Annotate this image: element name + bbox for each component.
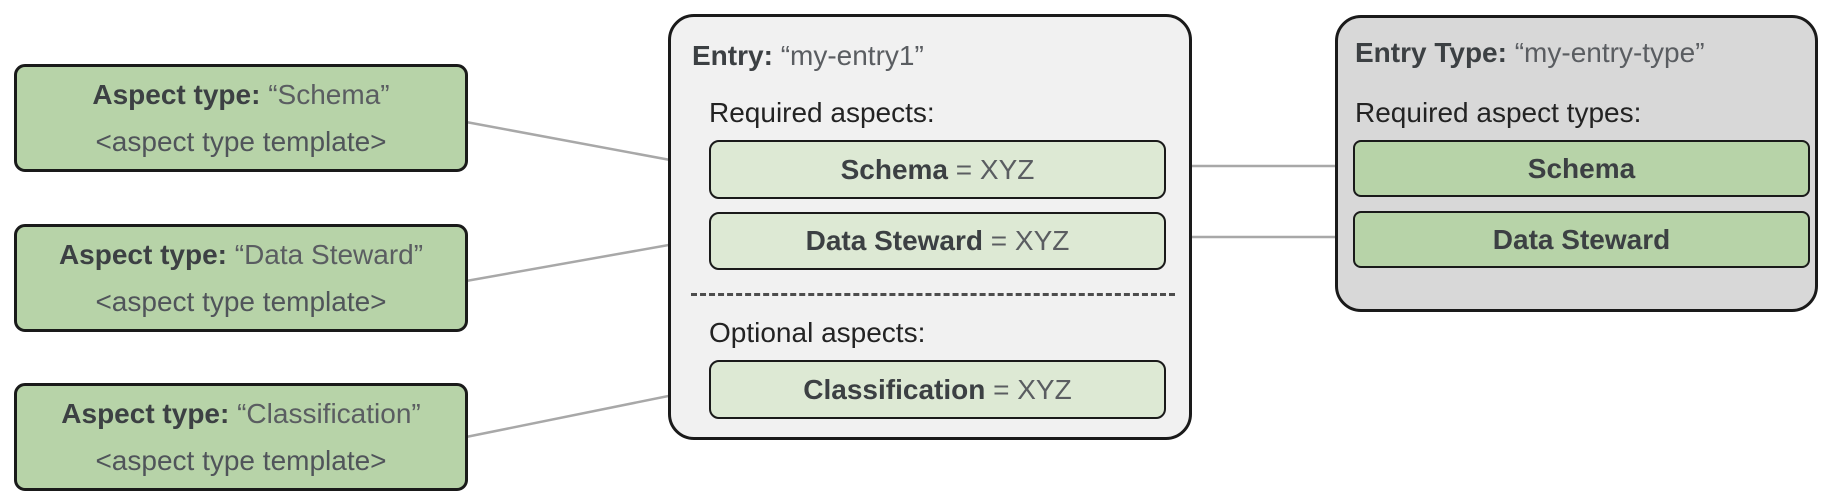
entry-aspect-classification: Classification = XYZ xyxy=(709,360,1166,419)
aspect-type-template: <aspect type template> xyxy=(95,444,387,476)
entry-aspect-name: Schema xyxy=(840,153,949,185)
entry-aspect-value: = XYZ xyxy=(990,225,1070,256)
aspect-type-name: “Schema” xyxy=(268,78,390,110)
entry-aspect-name: Classification xyxy=(803,373,986,405)
connector-schema-to-entry xyxy=(465,120,709,169)
entry-type-name: “my-entry-type” xyxy=(1514,37,1705,68)
aspect-type-template: <aspect type template> xyxy=(95,125,387,157)
entry-aspect-name: Data Steward xyxy=(805,225,984,256)
entry-type-box: Entry Type: “my-entry-type” Required asp… xyxy=(1335,15,1818,312)
entry-name: “my-entry1” xyxy=(780,40,924,71)
entry-aspect-schema: Schema = XYZ xyxy=(709,140,1166,199)
entry-type-label: Entry Type: xyxy=(1355,37,1507,68)
aspect-type-label: Aspect type: xyxy=(92,78,261,110)
aspect-type-box-data-steward: Aspect type: “Data Steward” <aspect type… xyxy=(14,224,468,332)
required-aspect-types-heading: Required aspect types: xyxy=(1355,97,1642,128)
aspect-type-name: “Data Steward” xyxy=(234,238,424,270)
aspect-type-title: Aspect type: “Schema” xyxy=(92,79,389,111)
required-optional-divider xyxy=(691,293,1175,296)
optional-aspects-heading: Optional aspects: xyxy=(709,317,926,348)
aspect-type-title: Aspect type: “Data Steward” xyxy=(59,239,423,271)
required-aspects-heading: Required aspects: xyxy=(709,97,935,128)
entry-type-aspect-data-steward: Data Steward xyxy=(1353,211,1810,268)
aspect-type-label: Aspect type: xyxy=(61,397,230,429)
entry-title: Entry: “my-entry1” xyxy=(692,40,924,72)
aspect-type-template: <aspect type template> xyxy=(95,285,387,317)
entry-type-title: Entry Type: “my-entry-type” xyxy=(1355,37,1705,69)
aspect-type-label: Aspect type: xyxy=(58,238,227,270)
aspect-type-name: “Classification” xyxy=(237,397,421,429)
entry-aspect-value: = XYZ xyxy=(993,373,1072,405)
connector-classification-to-entry xyxy=(465,386,709,439)
entry-aspect-value: = XYZ xyxy=(955,153,1035,185)
entry-box: Entry: “my-entry1” Required aspects: Sch… xyxy=(668,14,1192,440)
entry-label: Entry: xyxy=(692,40,773,71)
aspect-type-box-classification: Aspect type: “Classification” <aspect ty… xyxy=(14,383,468,491)
connector-data-steward-to-entry xyxy=(465,236,709,283)
aspect-type-box-schema: Aspect type: “Schema” <aspect type templ… xyxy=(14,64,468,172)
entry-aspect-data-steward: Data Steward = XYZ xyxy=(709,212,1166,270)
entry-type-aspect-schema: Schema xyxy=(1353,140,1810,197)
aspect-type-title: Aspect type: “Classification” xyxy=(61,398,420,430)
